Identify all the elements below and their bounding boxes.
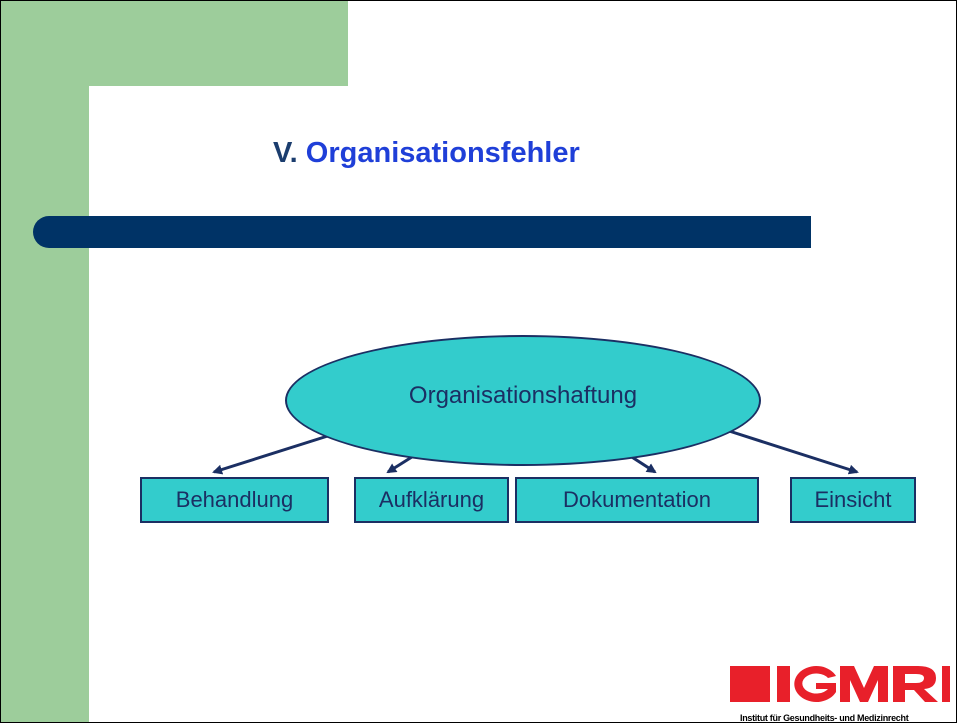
root-oval <box>285 335 761 466</box>
green-top-block <box>1 1 348 86</box>
title-main: Organisationsfehler <box>305 137 580 169</box>
igmr-logo <box>730 666 950 702</box>
node-einsicht: Einsicht <box>790 477 916 523</box>
arrow-to-behandlung <box>212 432 335 475</box>
node-dokumentation: Dokumentation <box>515 477 759 523</box>
arrow-to-einsicht <box>725 428 859 475</box>
node-behandlung: Behandlung <box>140 477 329 523</box>
slide-title: V. Organisationsfehler <box>273 137 580 170</box>
title-underline-bar <box>33 216 811 248</box>
logo-caption: Institut für Gesundheits- und Medizinrec… <box>740 713 909 723</box>
node-aufklaerung: Aufklärung <box>354 477 509 523</box>
root-label: Organisationshaftung <box>408 382 638 409</box>
title-prefix: V. <box>273 137 306 169</box>
green-side-strip <box>1 86 89 722</box>
